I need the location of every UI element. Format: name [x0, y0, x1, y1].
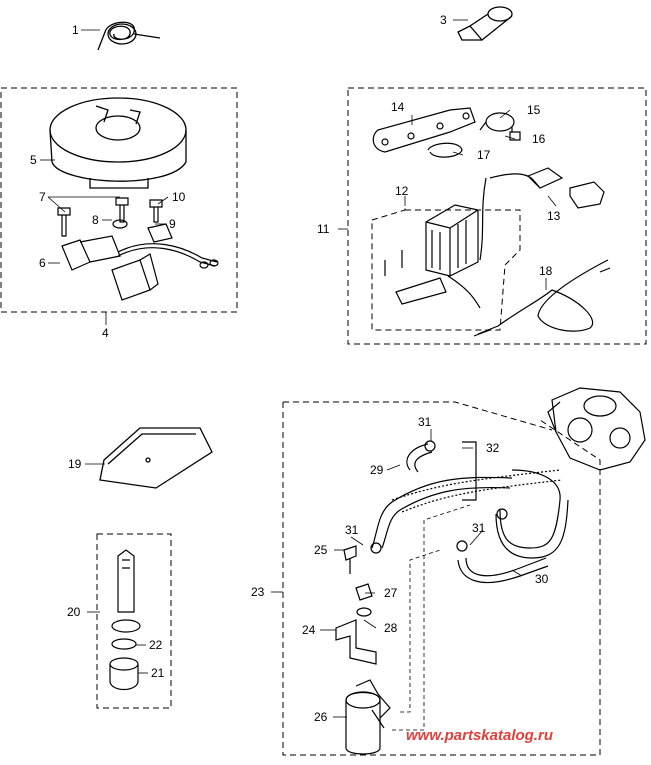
part-label-11: 11: [317, 222, 330, 236]
part-label-23: 23: [251, 585, 265, 599]
sleeve-part: [457, 6, 513, 41]
part-label-5: 5: [30, 153, 37, 167]
part-label-16: 16: [532, 132, 546, 146]
part-label-31a: 31: [418, 415, 432, 429]
part-label-20: 20: [67, 605, 81, 619]
group-box-flywheel: [0, 87, 238, 313]
part-label-25: 25: [314, 543, 328, 557]
fuel-hoses-part: [370, 440, 569, 584]
part-label-19: 19: [68, 457, 82, 471]
fuel-connector-part: [109, 549, 141, 691]
group-box-fuel-connector: [96, 533, 172, 709]
connection-lines: [392, 504, 471, 731]
group-box-fuel-system: [282, 401, 601, 756]
part-label-28: 28: [384, 621, 398, 635]
plate-part: [99, 427, 213, 489]
part-label-9: 9: [169, 217, 176, 231]
part-label-31b: 31: [472, 521, 486, 535]
part-label-29: 29: [370, 463, 384, 477]
part-label-1: 1: [72, 23, 79, 37]
part-label-18: 18: [539, 264, 553, 278]
part-label-27: 27: [384, 586, 398, 600]
part-label-17: 17: [477, 148, 491, 162]
part-label-24: 24: [302, 623, 316, 637]
watermark-link[interactable]: www.partskatalog.ru: [406, 727, 553, 744]
fuel-filter-part: [345, 679, 391, 755]
carburetor-part: [547, 387, 646, 471]
part-label-4: 4: [102, 326, 109, 340]
part-label-12: 12: [395, 184, 409, 198]
part-label-14: 14: [391, 100, 405, 114]
flywheel-part: [49, 97, 187, 189]
part-label-31c: 31: [345, 523, 359, 537]
part-label-3: 3: [440, 13, 447, 27]
tank-bracket-part: [335, 545, 377, 665]
lead-wire-part: [473, 259, 611, 337]
bracket-part: [372, 107, 521, 158]
part-label-21: 21: [151, 666, 165, 680]
part-label-15: 15: [527, 103, 541, 117]
coil-harness-part: [61, 223, 219, 301]
part-label-30: 30: [535, 572, 549, 586]
regulator-part: [384, 167, 605, 309]
part-label-10: 10: [172, 190, 186, 204]
part-label-6: 6: [39, 256, 46, 270]
part-label-7: 7: [39, 190, 46, 204]
leader-lines: [40, 19, 557, 718]
spring-part: [97, 21, 161, 51]
part-label-26: 26: [314, 710, 328, 724]
part-label-22: 22: [149, 638, 163, 652]
group-box-regulator: [347, 87, 647, 345]
screws-part: [57, 197, 163, 237]
part-label-8: 8: [92, 213, 99, 227]
part-label-32: 32: [486, 441, 500, 455]
part-label-13: 13: [547, 209, 561, 223]
